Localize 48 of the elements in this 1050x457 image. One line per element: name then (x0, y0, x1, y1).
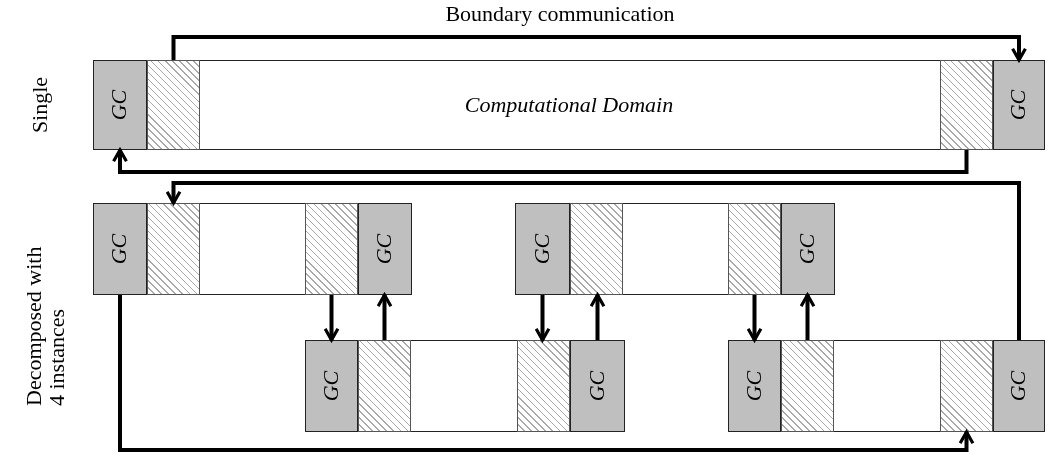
boundary-cell (727, 202, 781, 295)
ghost-cell (304, 339, 358, 432)
boundary-cell (516, 339, 570, 432)
arrow (165, 181, 1021, 340)
ghost-cell (92, 59, 147, 150)
arrow (118, 295, 975, 452)
ghost-cell-label: GC (320, 370, 342, 401)
ghost-cell (992, 339, 1045, 432)
ghost-cell-label: GC (108, 89, 131, 120)
ghost-cell (569, 339, 625, 432)
ghost-cell-label: GC (796, 233, 819, 264)
row-label: Single (28, 76, 52, 134)
ghost-cell-label: GC (1007, 89, 1030, 120)
arrow (112, 148, 969, 174)
ghost-cell-label: GC (743, 370, 765, 401)
arrow (534, 295, 551, 342)
ghost-cell (92, 202, 147, 295)
ghost-cell-label: GC (531, 233, 553, 264)
arrow (589, 293, 606, 340)
arrow (323, 295, 340, 342)
boundary-cell (780, 339, 834, 432)
domain-box (515, 203, 835, 295)
arrow (799, 293, 816, 340)
domain-label: Computational Domain (464, 92, 674, 118)
ghost-cell-label: GC (1007, 370, 1030, 401)
ghost-cell (780, 202, 835, 295)
boundary-cell (146, 59, 200, 150)
boundary-cell (939, 339, 993, 432)
boundary-cell (304, 202, 358, 295)
ghost-cell-label: GC (586, 370, 608, 401)
ghost-cell (357, 202, 412, 295)
arrow (746, 295, 763, 342)
domain-box (305, 340, 625, 432)
ghost-cell (727, 339, 781, 432)
ghost-cell-label: GC (373, 233, 396, 264)
ghost-cell (992, 59, 1045, 150)
boundary-cell (357, 339, 411, 432)
arrow (171, 35, 1027, 62)
arrow (376, 293, 393, 340)
domain-box (728, 340, 1045, 432)
ghost-cell-label: GC (108, 233, 131, 264)
domain-box (93, 60, 1045, 150)
domain-box (93, 203, 412, 295)
boundary-cell (146, 202, 200, 295)
row-label: Decomposed with 4 instances (21, 245, 69, 406)
boundary-cell (569, 202, 623, 295)
ghost-cell (514, 202, 570, 295)
boundary-cell (939, 59, 993, 150)
